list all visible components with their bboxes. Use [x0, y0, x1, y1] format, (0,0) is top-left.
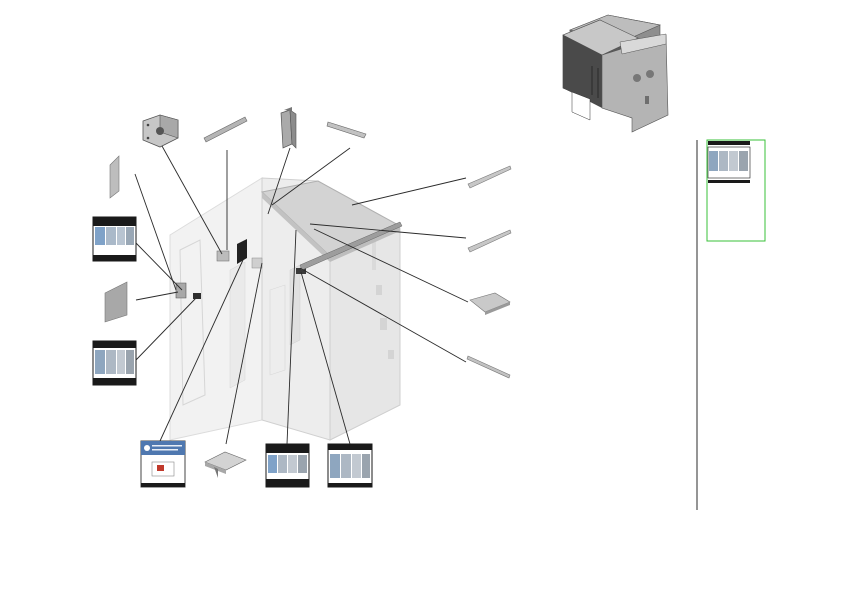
rod-part-1: [203, 116, 248, 143]
leader-label-4: [286, 229, 297, 445]
callout-box-green[interactable]: [706, 139, 766, 242]
strip-part-left: [109, 155, 120, 199]
leader-label-1: [135, 242, 183, 291]
leader-label-2: [135, 297, 197, 361]
label-thumbnail-4[interactable]: [265, 443, 310, 488]
leader-plate-right: [313, 228, 469, 303]
callout-lines: [134, 145, 469, 445]
leader-label-3: [159, 259, 244, 442]
leader-bar-2: [351, 177, 467, 206]
printer-3d-overview-icon: [562, 14, 669, 133]
mounted-latch-left: [216, 250, 230, 262]
label-thumbnail-3[interactable]: [140, 440, 186, 488]
leader-foot-plate: [225, 262, 263, 445]
label-part-center: [237, 239, 247, 264]
panel-part-left: [104, 281, 128, 323]
label-thumbnail-5[interactable]: [327, 443, 373, 488]
bar-part-3: [467, 229, 512, 253]
hook-bracket-part: [280, 107, 297, 149]
bar-part-4: [466, 355, 511, 379]
foot-plate-part: [204, 451, 247, 478]
label-thumbnail-1[interactable]: [92, 216, 137, 262]
bracket-part: [142, 114, 179, 148]
leader-bar-3: [309, 223, 467, 239]
leader-label-5: [300, 271, 351, 445]
leader-bracket: [161, 145, 223, 255]
bar-part-2: [467, 165, 512, 189]
label-thumbnail-2[interactable]: [92, 340, 137, 386]
leader-bar-4: [299, 267, 467, 363]
leader-strip-left: [134, 173, 177, 291]
leader-panel-left: [135, 291, 179, 301]
mounted-rail-part: [296, 268, 306, 274]
plate-part-right: [469, 292, 511, 315]
mounted-label-small: [193, 293, 201, 299]
leader-bar-1: [271, 147, 351, 206]
leader-hook: [267, 147, 291, 215]
mounted-plate-center: [251, 257, 263, 269]
bar-part-1: [326, 121, 367, 139]
